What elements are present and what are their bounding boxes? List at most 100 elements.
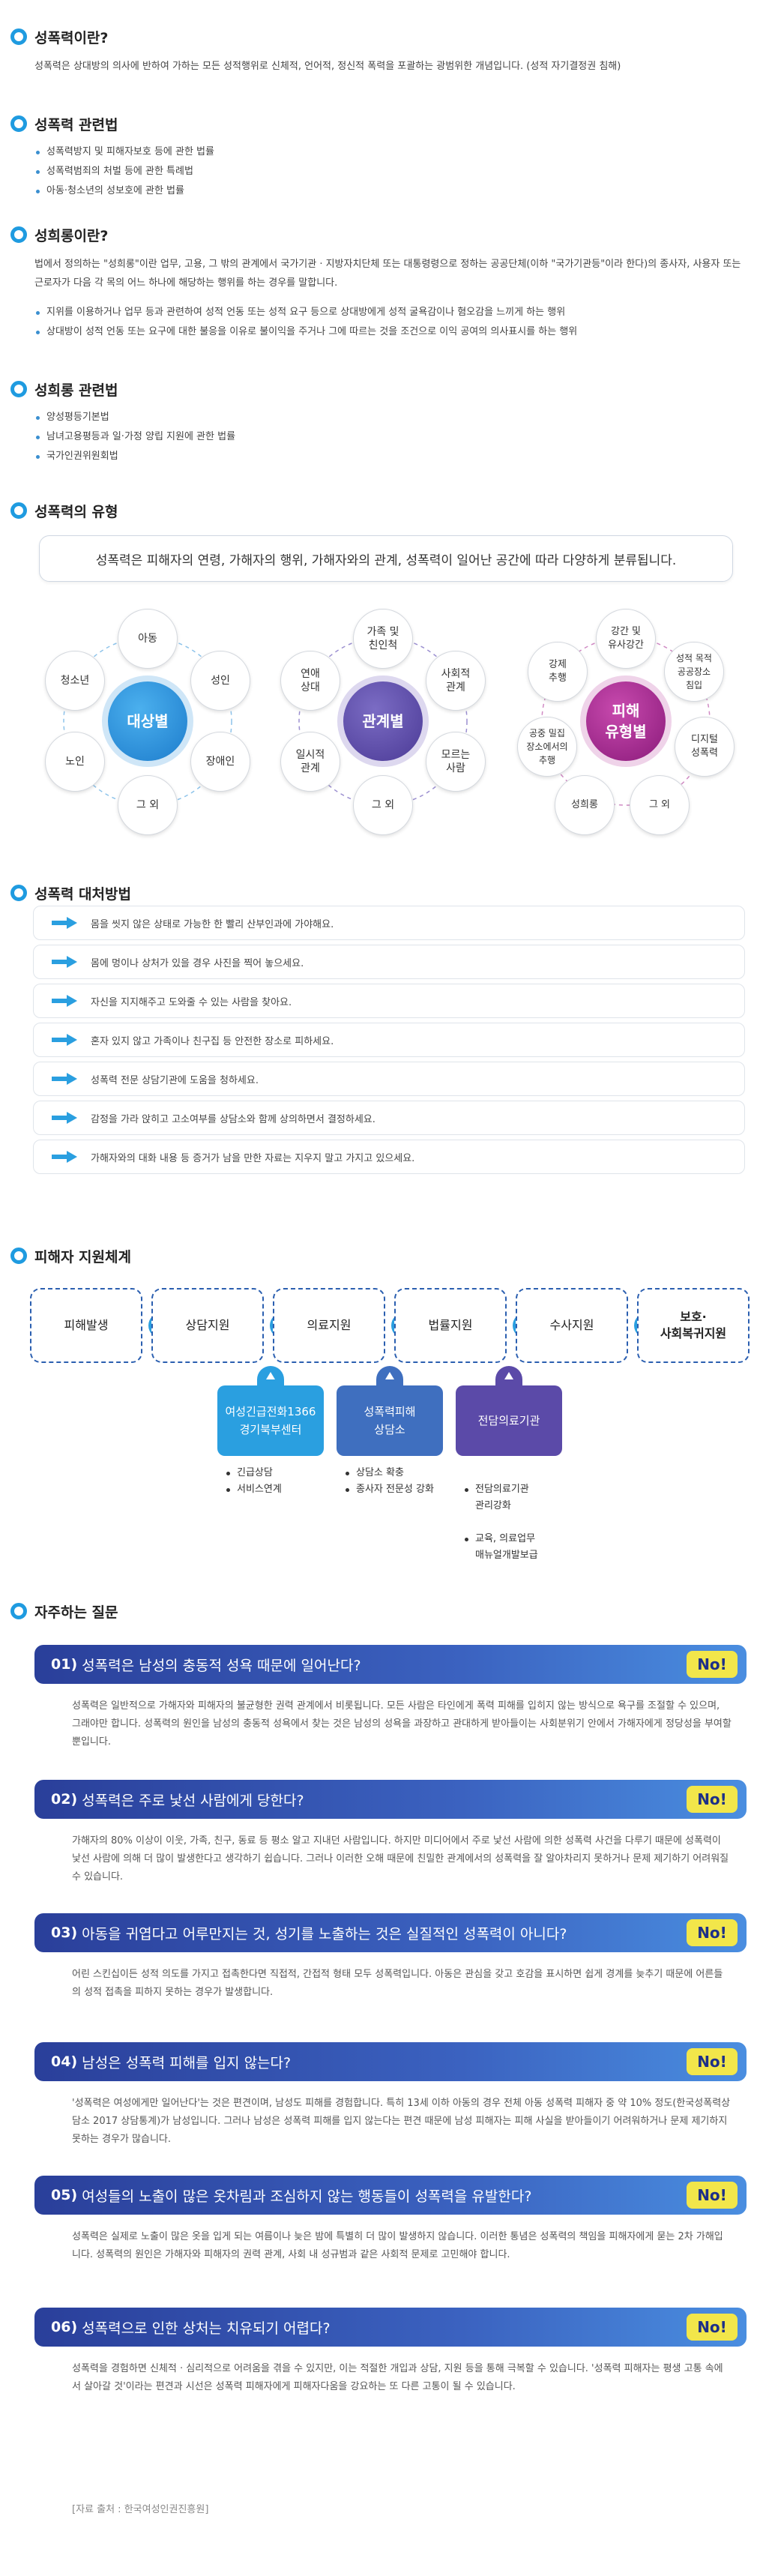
faq-question-text: 성폭력은 남성의 충동적 성욕 때문에 일어난다? [82,1657,361,1674]
response-text: 몸에 멍이나 상처가 있을 경우 사진을 찍어 놓으세요. [91,957,304,969]
response-text: 성폭력 전문 상담기관에 도움을 청하세요. [91,1074,259,1086]
list-item: 지위를 이용하거나 업무 등과 관련하여 성적 언동 또는 성적 요구 등으로 … [36,303,747,322]
arrow-right-icon [52,956,77,968]
ring-icon [10,885,27,901]
flow-step: 수사지원 [516,1288,628,1363]
section-title: 성폭력의 유형 [10,499,747,522]
section-support: 피해자 지원체계 [10,1245,747,1267]
node: 디지털 성폭력 [675,717,735,777]
list-item: 성폭력범죄의 처벌 등에 관한 특례법 [36,162,747,181]
faq-number: 03) [51,1925,78,1941]
list-item: 남녀고용평등과 일·가정 양립 지원에 관한 법률 [36,427,747,447]
list-item: 종사자 전문성 강화 [346,1481,434,1498]
center-counseling: 성폭력피해 상담소 [337,1385,443,1456]
ring-icon [10,226,27,243]
node: 공중 밀집 장소에서의 추행 [517,717,577,777]
response-item: 몸을 씻지 않은 상태로 가능한 한 빨리 산부인과에 가야해요. [33,906,745,940]
laws-list: 성폭력방지 및 피해자보호 등에 관한 법률 성폭력범죄의 처벌 등에 관한 특… [10,142,747,201]
faq-number: 01) [51,1656,78,1673]
ring-icon [10,1603,27,1619]
harassment-laws-title: 성희롱 관련법 [34,382,118,399]
faq-question: 05)여성들의 노출이 많은 옷차림과 조심하지 않는 행동들이 성폭력을 유발… [34,2176,747,2215]
section-definition: 성폭력이란? 성폭력은 상대방의 의사에 반하여 가하는 모든 성적행위로 신체… [10,25,747,76]
list-item: 양성평등기본법 [36,408,747,427]
section-harassment: 성희롱이란? 법에서 정의하는 "성희롱"이란 업무, 고용, 그 밖의 관계에… [10,223,747,342]
ring-icon [10,381,27,397]
hub-damage-type: 피해 유형별 [586,681,666,761]
definition-title: 성폭력이란? [34,29,109,46]
faq-answer: 가해자의 80% 이상이 이웃, 가족, 친구, 동료 등 평소 알고 지내던 … [72,1835,729,1883]
response-text: 자신을 지지해주고 도와줄 수 있는 사람을 찾아요. [91,996,292,1008]
list-item: 교육, 의료업무 매뉴얼개발보급 [465,1531,538,1564]
center-medical-list: 전담의료기관 관리강화 교육, 의료업무 매뉴얼개발보급 [465,1465,538,1580]
response-text: 감정을 가라 앉히고 고소여부를 상담소와 함께 상의하면서 결정하세요. [91,1113,376,1125]
node: 장애인 [190,732,250,792]
faq-question: 01)성폭력은 남성의 충동적 성욕 때문에 일어난다?No! [34,1645,747,1684]
faq-question-text: 아동을 귀엽다고 어루만지는 것, 성기를 노출하는 것은 실질적인 성폭력이 … [82,1925,567,1942]
response-text: 가해자와의 대화 내용 등 증거가 남을 만한 자료는 지우지 말고 가지고 있… [91,1152,415,1164]
node: 그 외 [630,775,690,835]
list-item: 상대방이 성적 언동 또는 요구에 대한 불응을 이유로 불이익을 주거나 그에… [36,322,747,342]
diagram-links [63,637,232,806]
node: 성적 목적 공공장소 침입 [664,642,724,702]
section-title: 피해자 지원체계 [10,1245,747,1267]
arrow-right-icon [52,1073,77,1085]
node: 사회적 관계 [426,651,486,711]
faq-question-text: 성폭력으로 인한 상처는 치유되기 어렵다? [82,2320,331,2337]
section-title: 성폭력 관련법 [10,112,747,135]
node: 아동 [118,609,178,669]
types-title: 성폭력의 유형 [34,503,118,520]
center-1366: 여성긴급전화1366 경기북부센터 [217,1385,324,1456]
flow-step: 의료지원 [273,1288,385,1363]
flow-step: 상담지원 [151,1288,264,1363]
flow-step: 보호· 사회복귀지원 [637,1288,750,1363]
response-title: 성폭력 대처방법 [34,885,131,903]
harassment-title: 성희롱이란? [34,227,109,244]
response-item: 감정을 가라 앉히고 고소여부를 상담소와 함께 상의하면서 결정하세요. [33,1101,745,1135]
diagram-links [298,637,468,806]
faq-number: 02) [51,1791,78,1808]
center-1366-list: 긴급상담 서비스연계 [226,1465,282,1498]
arrow-up-icon [257,1366,284,1385]
list-item: 상담소 확충 [346,1465,434,1481]
diagram-relation: 관계별 가족 및 친인척 사회적 관계 모르는 사람 그 외 일시적 관계 연애… [274,609,492,849]
list-item: 긴급상담 [226,1465,282,1481]
node: 그 외 [353,775,413,835]
response-text: 몸을 씻지 않은 상태로 가능한 한 빨리 산부인과에 가야해요. [91,918,334,930]
section-title: 성희롱 관련법 [10,378,747,400]
section-response: 성폭력 대처방법 [10,882,747,904]
laws-title: 성폭력 관련법 [34,116,118,133]
list-item: 서비스연계 [226,1481,282,1498]
faq-question-text: 남성은 성폭력 피해를 입지 않는다? [82,2054,292,2071]
no-badge: No! [687,2314,738,2341]
faq-question: 03)아동을 귀엽다고 어루만지는 것, 성기를 노출하는 것은 실질적인 성폭… [34,1913,747,1952]
list-item: 성폭력방지 및 피해자보호 등에 관한 법률 [36,142,747,162]
section-title: 자주하는 질문 [10,1600,747,1622]
harassment-laws-list: 양성평등기본법 남녀고용평등과 일·가정 양립 지원에 관한 법률 국가인권위원… [10,408,747,466]
definition-text: 성폭력은 상대방의 의사에 반하여 가하는 모든 성적행위로 신체적, 언어적,… [34,61,621,72]
response-item: 성폭력 전문 상담기관에 도움을 청하세요. [33,1062,745,1096]
source-note: [자료 출처 : 한국여성인권진흥원] [72,2504,209,2515]
node: 청소년 [45,651,105,711]
arrow-right-icon [52,917,77,929]
ring-icon [10,502,27,519]
diagram-target: 대상별 아동 성인 장애인 그 외 노인 청소년 [39,609,256,849]
list-item: 전담의료기관 관리강화 [465,1481,538,1514]
ring-icon [10,28,27,45]
faq-number: 06) [51,2319,78,2335]
node: 일시적 관계 [280,732,340,792]
support-title: 피해자 지원체계 [34,1248,131,1266]
node: 강간 및 유사강간 [596,609,656,669]
section-faq: 자주하는 질문 [10,1600,747,1622]
node: 강제 추행 [528,642,588,702]
arrow-right-icon [52,1151,77,1163]
section-title: 성폭력 대처방법 [10,882,747,904]
faq-answer: 성폭력은 일반적으로 가해자와 피해자의 불균형한 권력 관계에서 비롯됩니다.… [72,1700,732,1748]
arrow-right-icon [52,1112,77,1124]
section-laws: 성폭력 관련법 성폭력방지 및 피해자보호 등에 관한 법률 성폭력범죄의 처벌… [10,112,747,201]
ring-icon [10,115,27,132]
faq-number: 04) [51,2053,78,2070]
support-flow: 피해발생 상담지원 의료지원 법률지원 수사지원 보호· 사회복귀지원 여성긴급… [30,1288,750,1573]
node: 그 외 [118,775,178,835]
